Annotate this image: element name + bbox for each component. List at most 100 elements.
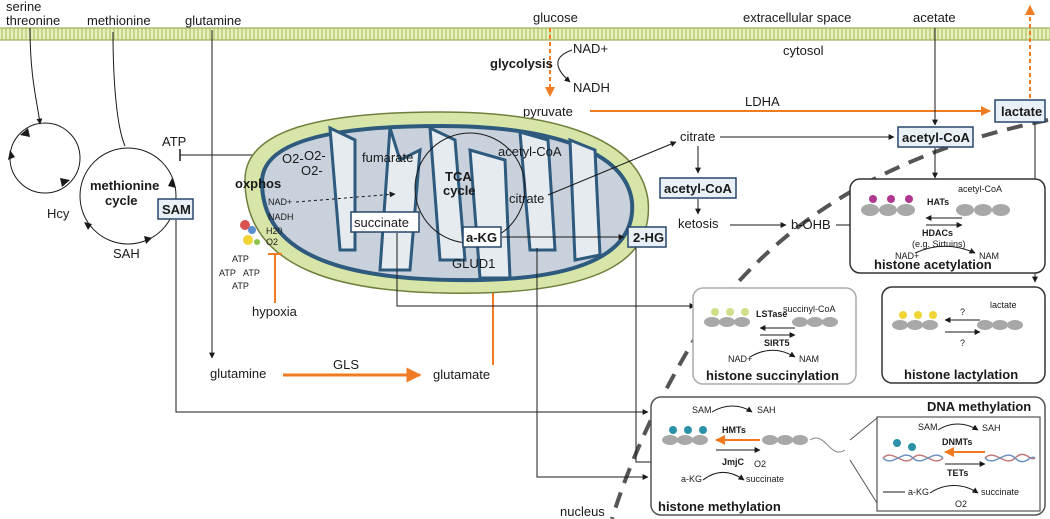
- dna-sah: SAH: [982, 423, 1001, 433]
- atp-out-2: ATP: [219, 268, 236, 278]
- succinylation-nucleosomes: [704, 308, 838, 327]
- dna-akg: a-KG: [908, 487, 929, 497]
- acetylation-nad-plus: NAD+: [895, 251, 919, 261]
- pyruvate-label: pyruvate: [523, 104, 573, 119]
- glutamate-label: glutamate: [433, 367, 490, 382]
- hcy-label: Hcy: [47, 206, 70, 221]
- nad-reaction-arc: [557, 49, 573, 83]
- citrate-mito-label: citrate: [509, 191, 544, 206]
- methylation-akg: a-KG: [681, 474, 702, 484]
- sah-label: SAH: [113, 246, 140, 261]
- methylation-sah: SAH: [757, 405, 776, 415]
- oxphos-nadh: NADH: [268, 212, 294, 222]
- fumarate-label: fumarate: [362, 150, 413, 165]
- hdacs-label: HDACs: [922, 228, 953, 238]
- acetyl-coa-mid-label: acetyl-CoA: [664, 181, 733, 196]
- acetylation-nad-arc: [914, 245, 976, 254]
- hypoxia-label: hypoxia: [252, 304, 298, 319]
- methylation-nucleosomes: [662, 426, 846, 453]
- nad-to-tca-dotted: [295, 191, 396, 203]
- sirtuins-label: (e.g. Sirtuins): [912, 239, 966, 249]
- dna-sam: SAM: [918, 422, 938, 432]
- glutamine-bottom-label: glutamine: [210, 366, 266, 381]
- cytosol-label: cytosol: [783, 43, 824, 58]
- acetyl-coa-mito-label: acetyl-CoA: [498, 144, 562, 159]
- sam-to-methylation: [175, 220, 649, 415]
- succinate-to-lstase: [396, 233, 696, 309]
- hmts-label: HMTs: [722, 425, 746, 435]
- cell-membrane: [0, 27, 1050, 41]
- acetylation-nam: NAM: [979, 251, 999, 261]
- succinylation-nad-arc: [749, 349, 796, 358]
- nucleus-label: nucleus: [560, 504, 605, 519]
- jmjc-label: JmjC: [722, 457, 745, 467]
- methionine-label: methionine: [87, 13, 151, 28]
- two-hg-box: [627, 226, 667, 248]
- serine-label: serine: [6, 0, 41, 14]
- jmjc-o2: O2: [754, 459, 766, 469]
- dna-methylation-title: DNA methylation: [927, 399, 1031, 414]
- glycolysis-nad-plus: NAD+: [573, 41, 608, 56]
- methylation-sam-arc: [711, 405, 753, 413]
- tets-label: TETs: [947, 468, 968, 478]
- atp-out-1: ATP: [232, 254, 249, 264]
- glycolysis-nadh: NADH: [573, 80, 610, 95]
- extracellular-label: extracellular space: [743, 10, 851, 25]
- glycolysis-label: glycolysis: [490, 56, 553, 71]
- methionine-cycle-label-2: cycle: [105, 193, 138, 208]
- ketosis-label: ketosis: [678, 216, 719, 231]
- o2-radical-2: O2-: [304, 148, 326, 163]
- gls-label: GLS: [333, 357, 359, 372]
- lactylation-q2: ?: [960, 338, 965, 348]
- sirt5-label: SIRT5: [764, 338, 790, 348]
- succinylation-title: histone succinylation: [706, 368, 839, 383]
- citrate-export: [547, 141, 677, 196]
- lactylation-q1: ?: [960, 307, 965, 317]
- sam-label: SAM: [162, 202, 191, 217]
- lstase-label: LSTase: [756, 309, 787, 319]
- dna-sam-arc: [937, 423, 979, 431]
- lactate-label: lactate: [1001, 104, 1042, 119]
- dna-helices: [882, 439, 1036, 463]
- lactylation-panel: [881, 286, 1046, 384]
- oxphos-h2o: H20: [266, 226, 283, 236]
- succinylation-nam: NAM: [799, 354, 819, 364]
- tca-label-2: cycle: [443, 183, 476, 198]
- acetyl-coa-right-label: acetyl-CoA: [902, 130, 971, 145]
- akg-label: a-KG: [466, 230, 497, 245]
- atp-label: ATP: [162, 134, 186, 149]
- ldha-label: LDHA: [745, 94, 780, 109]
- glud1-label: GLUD1: [452, 256, 495, 271]
- succinyl-coa-label: succinyl-CoA: [783, 304, 836, 314]
- akg-to-methylation: [536, 248, 649, 480]
- lactylation-nucleosomes: [892, 311, 1023, 330]
- oxphos-nad-plus: NAD+: [268, 197, 292, 207]
- methylation-akg-arc: [702, 472, 745, 481]
- succinylation-nad-plus: NAD+: [728, 354, 752, 364]
- dna-succinate: succinate: [981, 487, 1019, 497]
- sam-box: [157, 198, 194, 220]
- acetylation-acetyl-coa: acetyl-CoA: [958, 184, 1002, 194]
- atp-out-4: ATP: [232, 281, 249, 291]
- dna-o2: O2: [955, 499, 967, 509]
- acetylation-title: histone acetylation: [874, 257, 992, 272]
- oxphos-label: oxphos: [235, 176, 281, 191]
- methylation-title: histone methylation: [658, 499, 781, 514]
- dna-akg-arc: [929, 485, 979, 494]
- dnmts-label: DNMTs: [942, 437, 972, 447]
- acetyl-coa-box-mid: [659, 177, 737, 199]
- methylation-sam: SAM: [692, 405, 712, 415]
- mitochondrion: [244, 111, 650, 294]
- threonine-label: threonine: [6, 13, 60, 28]
- acetylation-nucleosomes: [861, 195, 1010, 216]
- methylation-succinate: succinate: [746, 474, 784, 484]
- succinate-mito-label: succinate: [354, 215, 409, 230]
- glutamine-top-label: glutamine: [185, 13, 241, 28]
- electron-transport-chain: [240, 220, 260, 245]
- lactate-box: [994, 99, 1046, 123]
- bohb-label: b-OHB: [791, 217, 831, 232]
- atp-out-3: ATP: [243, 268, 260, 278]
- acetyl-coa-box-right: [897, 126, 974, 148]
- methionine-cycle-label-1: methionine: [90, 178, 159, 193]
